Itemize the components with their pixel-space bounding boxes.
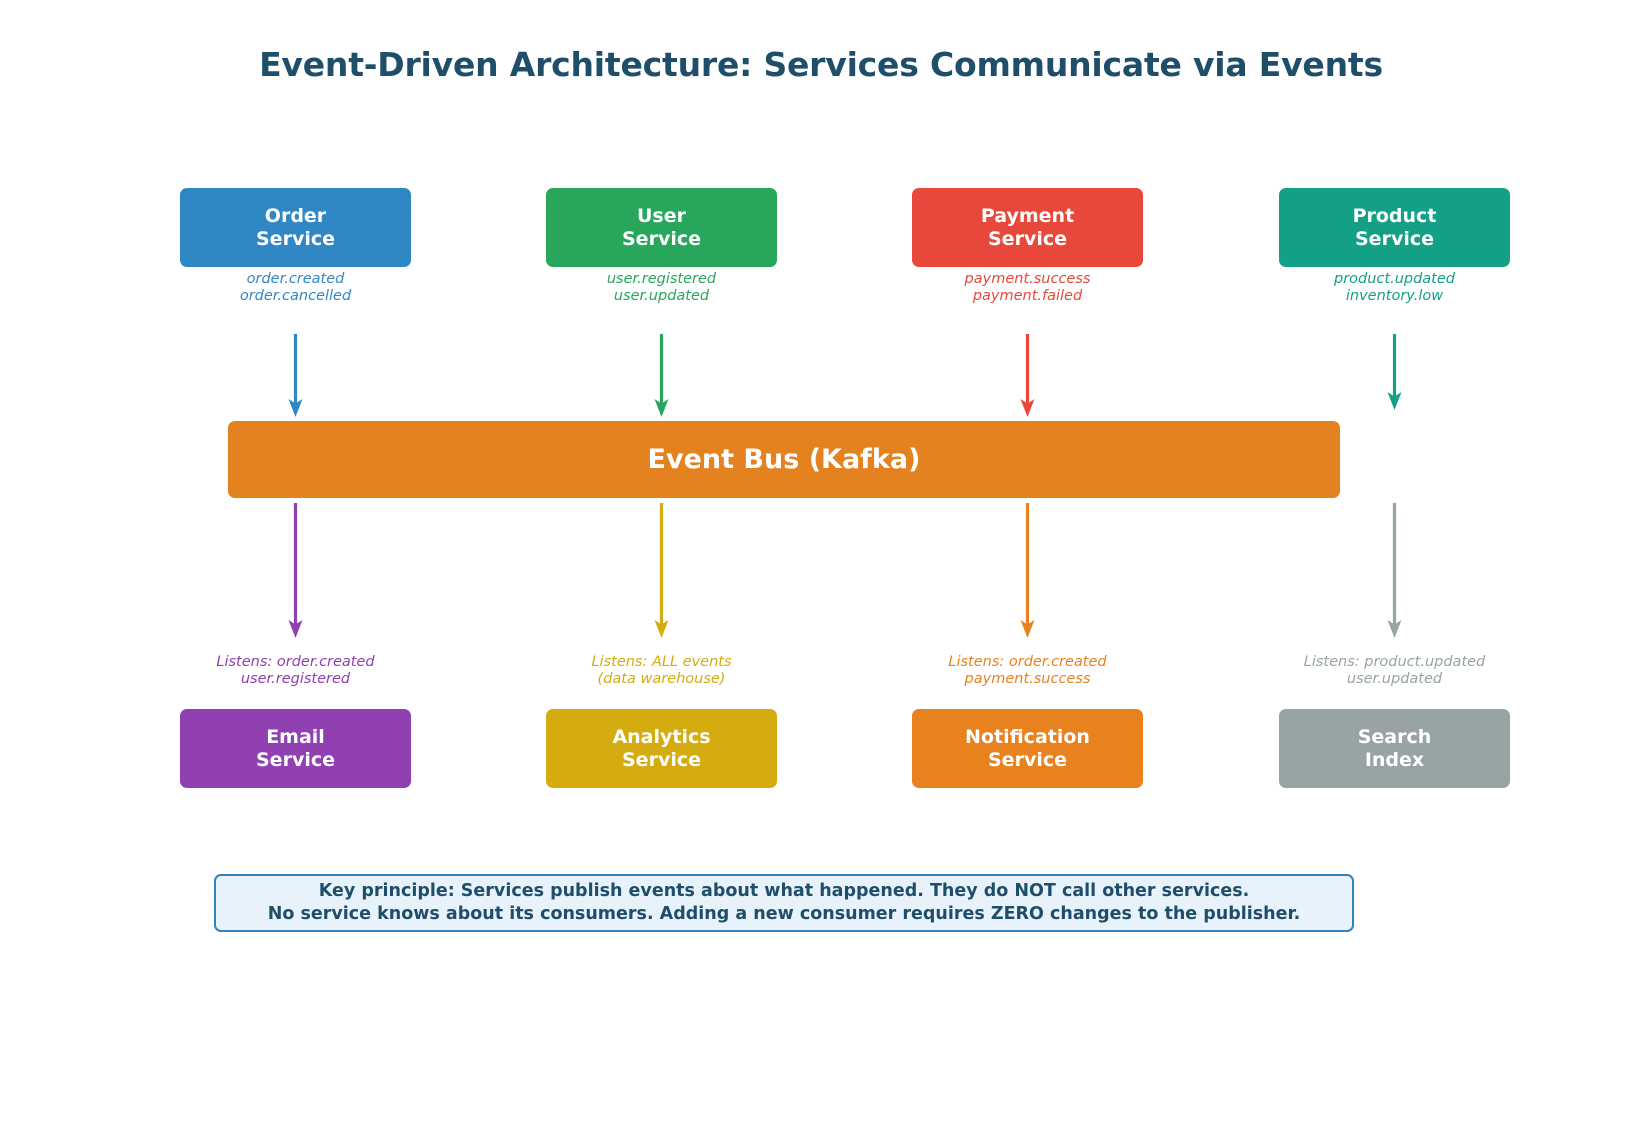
listens-labels-analytics: Listens: ALL events (data warehouse) [546,654,777,688]
service-name-line1: Product [1352,205,1437,228]
arrow-product-to-bus [1387,334,1402,410]
service-name-line2: Service [622,748,701,771]
service-name-line1: Payment [980,205,1075,228]
published-events-user: user.registered user.updated [546,271,777,305]
service-name-line2: Service [988,748,1067,771]
service-name-line1: Search [1357,726,1432,749]
published-events-product: product.updated inventory.low [1279,271,1510,305]
arrow-bus-to-analytics [654,503,669,638]
service-box-payment[interactable]: Payment Service [912,188,1143,267]
service-name-line2: Service [622,227,701,250]
service-name-line2: Service [1355,227,1434,250]
service-name-line1: Email [266,726,325,749]
service-box-email[interactable]: Email Service [180,709,411,788]
arrow-bus-to-email [288,503,303,638]
service-name-line2: Service [256,227,335,250]
arrow-order-to-bus [288,334,303,417]
event-name: user.registered [606,271,717,287]
key-principle-line1: Key principle: Services publish events a… [318,880,1250,901]
service-name-line2: Service [988,227,1067,250]
key-principle-box: Key principle: Services publish events a… [214,874,1354,932]
service-name-line2: Service [256,748,335,771]
arrow-user-to-bus [654,334,669,417]
listens-line: Listens: order.created [216,654,375,670]
listens-labels-email: Listens: order.created user.registered [180,654,411,688]
service-box-user[interactable]: User Service [546,188,777,267]
service-name-line2: Index [1364,748,1425,771]
published-events-payment: payment.success payment.failed [912,271,1143,305]
service-name-line1: Analytics [612,726,711,749]
service-box-notification[interactable]: Notification Service [912,709,1143,788]
listens-line: Listens: product.updated [1303,654,1486,670]
key-principle-line2: No service knows about its consumers. Ad… [267,904,1301,924]
event-name: payment.failed [972,287,1083,304]
service-name-line1: Notification [965,726,1090,749]
page-title: Event-Driven Architecture: Services Comm… [259,45,1383,84]
arrow-payment-to-bus [1020,334,1035,417]
listens-labels-search: Listens: product.updated user.updated [1279,654,1510,688]
service-name-line1: User [637,205,686,228]
event-name: order.created [246,271,345,287]
arrow-bus-to-search-index [1387,503,1402,638]
service-box-search-index[interactable]: Search Index [1279,709,1510,788]
published-events-order: order.created order.cancelled [180,271,411,305]
event-bus[interactable]: Event Bus (Kafka) [228,421,1340,498]
service-name-line1: Order [264,205,327,228]
listens-line: user.updated [1346,670,1443,687]
listens-labels-notification: Listens: order.created payment.success [912,654,1143,688]
listens-line: (data warehouse) [597,670,726,687]
arrow-bus-to-notification [1020,503,1035,638]
event-bus-label: Event Bus (Kafka) [647,444,921,475]
listens-line: payment.success [964,670,1091,687]
service-box-analytics[interactable]: Analytics Service [546,709,777,788]
event-name: inventory.low [1345,287,1444,304]
event-name: product.updated [1334,271,1455,287]
listens-line: user.registered [240,670,351,687]
event-name: order.cancelled [239,287,352,304]
listens-line: Listens: ALL events [591,654,732,670]
service-box-order[interactable]: Order Service [180,188,411,267]
event-name: payment.success [964,271,1091,287]
listens-line: Listens: order.created [948,654,1107,670]
event-name: user.updated [613,287,710,304]
service-box-product[interactable]: Product Service [1279,188,1510,267]
